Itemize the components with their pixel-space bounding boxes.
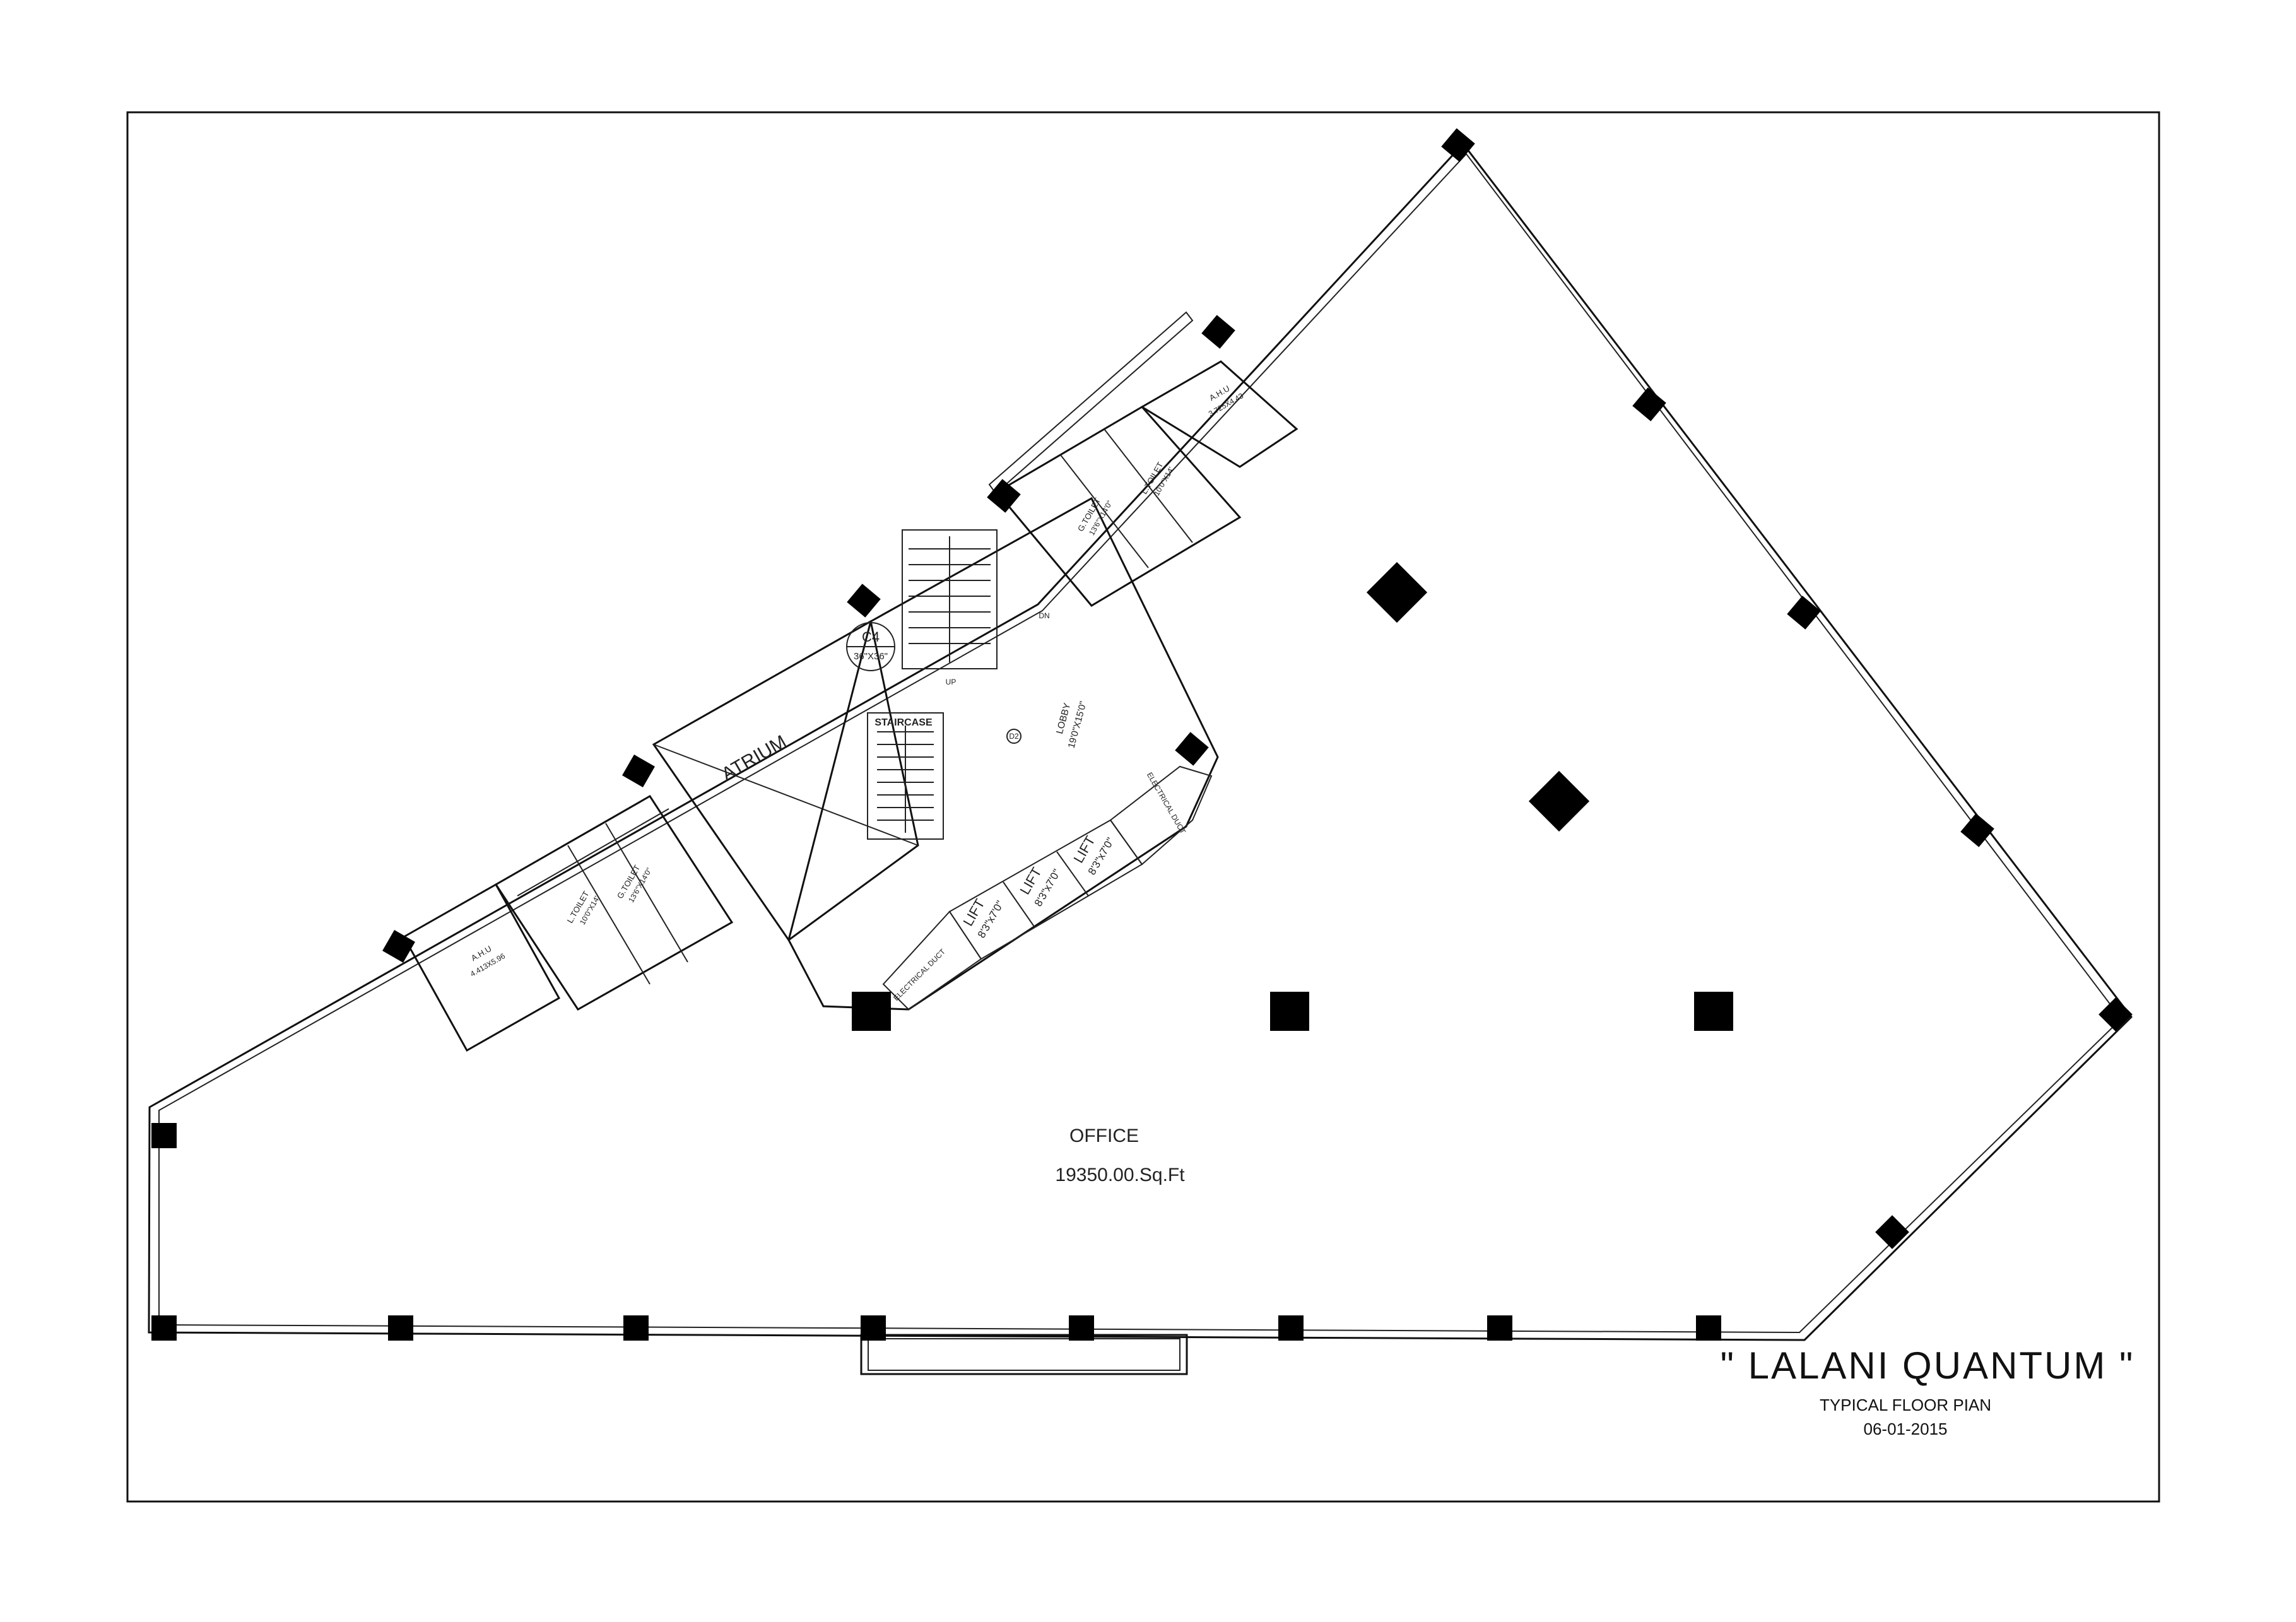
office-area: 19350.00.Sq.Ft [1055,1165,1185,1185]
drawing-date: 06-01-2015 [1863,1419,1948,1438]
column-tag: C4 [862,629,880,645]
project-title: " LALANI QUANTUM " [1720,1344,2135,1387]
staircase-treads [877,726,934,833]
toilet-partition [567,845,651,985]
toilet-partition [605,823,688,963]
staircase-label: STAIRCASE [874,717,933,728]
core-block [787,497,1219,1011]
toilet-partition [517,808,669,896]
bottom-balcony-inner [868,1338,1180,1371]
right-toilet-block [995,406,1242,607]
drawing-border [126,111,2160,1503]
outer-wall [148,142,2133,1341]
up-label: UP [946,678,957,686]
outer-wall-inner [158,153,2122,1334]
upper-staircase [902,529,998,669]
upper-staircase-treads [909,536,991,662]
drawing-title: TYPICAL FLOOR PIAN [1819,1396,1992,1414]
atrium-label: ATRIUM [718,731,790,785]
left-toilet-block [494,794,734,1011]
staircase-room [867,712,944,840]
bottom-balcony [860,1334,1188,1375]
atrium-diagonal [653,744,919,846]
lift-divider [1056,851,1089,896]
column-tag-size: 36"X36" [854,651,888,662]
d2-label: D2 [1009,732,1019,741]
dn-label: DN [1039,611,1049,620]
toilet-partition [1104,428,1193,543]
ahu-right-room [1140,360,1298,468]
elec-duct-left-label: ELECTRICAL DUCT [892,947,947,1002]
office-label: OFFICE [1069,1125,1139,1146]
toilet-partition [1059,454,1149,568]
elec-duct-left-room [882,910,982,1011]
elec-duct-right-label: ELECTRICAL DUCT [1145,771,1188,836]
lift-divider [1003,881,1035,928]
elec-duct-right-room [1109,765,1213,866]
ahu-left-room [402,883,561,1052]
columns [151,128,2133,1341]
d2-tag-circle [1006,729,1021,744]
